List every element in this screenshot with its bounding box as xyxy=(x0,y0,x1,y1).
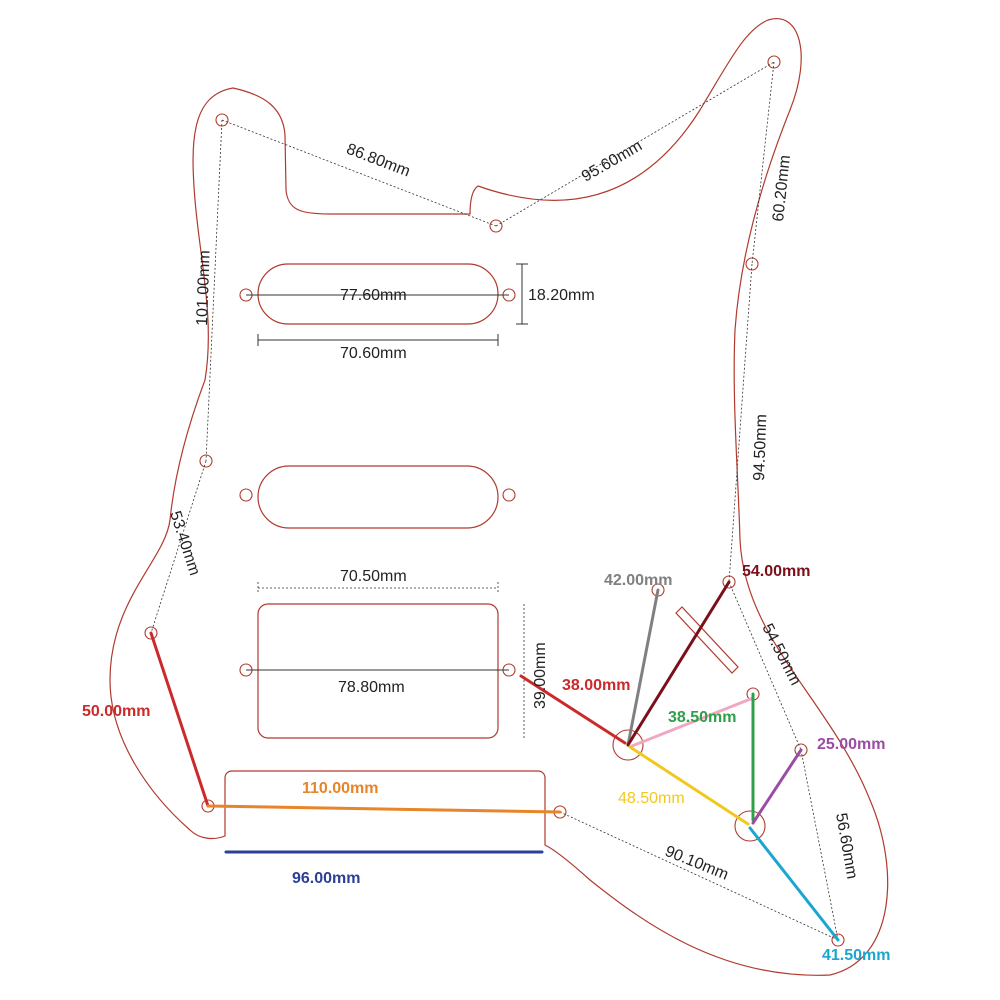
label-41-50mm: 41.50mm xyxy=(822,947,891,964)
switch-slot xyxy=(675,606,739,674)
label-39-00mm: 39.00mm xyxy=(532,642,549,709)
label-56-60mm: 56.60mm xyxy=(832,812,860,881)
pot-hole-tone xyxy=(734,810,766,842)
label-50-00mm: 50.00mm xyxy=(82,703,151,720)
label-38-00mm: 38.00mm xyxy=(562,677,631,694)
dimension-line-pink xyxy=(630,696,755,748)
dimension-line-25mm xyxy=(751,748,803,825)
label-18-20mm: 18.20mm xyxy=(528,287,595,304)
label-78-80mm: 78.80mm xyxy=(338,679,405,696)
dimension-line-41-5mm xyxy=(748,826,840,942)
screw-hole xyxy=(502,488,516,502)
dimension-line-38mm xyxy=(519,674,627,745)
humbucker-cutout xyxy=(257,603,499,739)
neck-pickup-ring xyxy=(257,263,499,325)
label-54-50mm: 54.50mm xyxy=(758,621,803,688)
label-38-50mm: 38.50mm xyxy=(668,709,737,726)
label-70-50mm: 70.50mm xyxy=(340,568,407,585)
dimension-line-50mm xyxy=(149,631,210,808)
label-70-60mm: 70.60mm xyxy=(340,345,407,362)
dimension-line-48-5mm xyxy=(628,745,750,826)
label-54-00mm: 54.00mm xyxy=(742,563,811,580)
label-60-20mm: 60.20mm xyxy=(770,154,794,222)
label-94-50mm: 94.50mm xyxy=(751,414,770,481)
dimension-line-42mm xyxy=(626,588,660,747)
label-86-80mm: 86.80mm xyxy=(344,141,412,181)
black-dimension-lines xyxy=(150,61,839,941)
label-96-00mm: 96.00mm xyxy=(292,870,361,887)
label-101-00mm: 101.00mm xyxy=(194,250,214,326)
dimension-line-54mm xyxy=(626,580,731,747)
pickguard-outline xyxy=(109,18,889,976)
screw-holes xyxy=(144,55,845,947)
middle-pickup-ring xyxy=(257,465,499,529)
dimension-line-110mm xyxy=(206,804,562,814)
label-42-00mm: 42.00mm xyxy=(604,572,673,589)
label-77-60mm: 77.60mm xyxy=(340,287,407,304)
label-25-00mm: 25.00mm xyxy=(817,736,886,753)
label-48-50mm: 48.50mm xyxy=(618,790,685,807)
label-90-10mm: 90.10mm xyxy=(663,843,731,884)
label-53-40mm: 53.40mm xyxy=(166,509,203,578)
label-110-00mm: 110.00mm xyxy=(302,780,379,797)
label-95-60mm: 95.60mm xyxy=(579,137,645,185)
screw-hole xyxy=(239,488,253,502)
